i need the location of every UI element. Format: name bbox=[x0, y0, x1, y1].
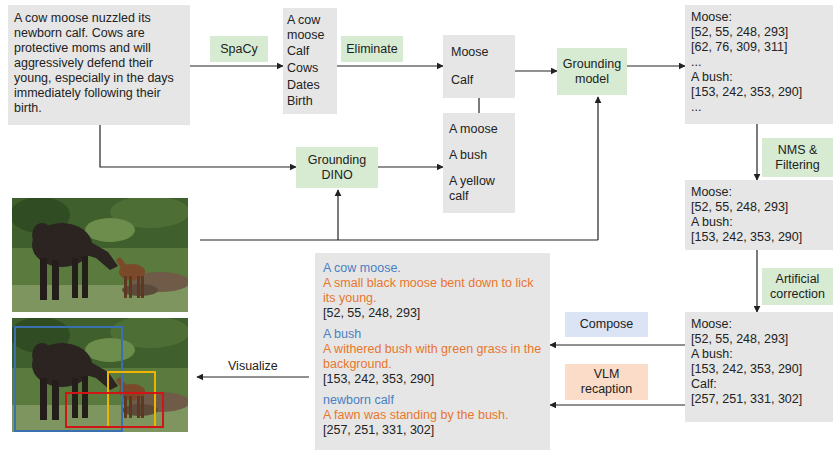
connector-arrow bbox=[190, 65, 283, 66]
bbox-list-box: Moose:[52, 55, 248, 293][62, 76, 309, 31… bbox=[685, 5, 833, 124]
node-text: [62, 76, 309, 311] bbox=[691, 40, 827, 55]
node-text: [153, 242, 353, 290] bbox=[323, 372, 542, 387]
phrase-list-box: MooseCalf bbox=[443, 35, 515, 98]
node-text: [153, 242, 353, 290] bbox=[691, 362, 827, 377]
moose-bbox bbox=[15, 327, 122, 431]
node-text: A bush: bbox=[691, 70, 827, 85]
process-label: Eliminate bbox=[341, 36, 403, 62]
node-text: A yellow calf bbox=[449, 174, 509, 204]
annotated-photo bbox=[10, 316, 190, 432]
process-label: Artificial correction bbox=[762, 268, 833, 305]
node-text: A bush: bbox=[691, 347, 827, 362]
node-text: A withered bush with green grass in the … bbox=[323, 342, 542, 372]
node-text: Calf bbox=[287, 44, 333, 59]
node-text: A moose bbox=[449, 122, 509, 137]
node-text: VLM recaption bbox=[568, 367, 645, 397]
node-text: A cow moose nuzzled its newborn calf. Co… bbox=[14, 11, 184, 116]
node-text: A bush bbox=[449, 148, 509, 163]
image-to-dino-arrow bbox=[337, 190, 338, 240]
node-text: Calf: bbox=[691, 377, 827, 392]
node-text: A cow moose. bbox=[323, 261, 542, 276]
calf-bbox bbox=[66, 393, 163, 427]
node-text: Grounding model bbox=[560, 57, 624, 87]
node-text: Moose: bbox=[691, 185, 827, 200]
node-text: [52, 55, 248, 293] bbox=[323, 306, 542, 321]
node-text: [52, 55, 248, 293] bbox=[691, 25, 827, 40]
connector-arrow bbox=[378, 166, 443, 167]
process-label: VLM recaption bbox=[565, 364, 648, 400]
image-to-grounding-arrow bbox=[597, 97, 598, 240]
phrase-list-box: A cow mooseCalfCowsDatesBirth bbox=[283, 8, 337, 114]
node-text: [257, 251, 331, 302] bbox=[691, 392, 827, 407]
node-text: A bush: bbox=[691, 215, 827, 230]
process-label: Compose bbox=[565, 312, 648, 337]
node-text: Calf bbox=[451, 73, 507, 88]
visualize-arrow bbox=[197, 376, 309, 377]
node-text: Grounding DINO bbox=[299, 153, 375, 183]
connector-arrow bbox=[756, 124, 757, 180]
image-feed-line bbox=[200, 239, 598, 240]
node-text: newborn calf bbox=[323, 393, 542, 408]
node-text: A small black moose bent down to lick it… bbox=[323, 276, 542, 306]
node-text: [153, 242, 353, 290] bbox=[691, 230, 827, 245]
arrow-label: Visualize bbox=[226, 359, 280, 374]
connector-arrow bbox=[515, 70, 557, 71]
moose-photo bbox=[12, 198, 188, 312]
node-text: [52, 55, 248, 293] bbox=[691, 200, 827, 215]
node-text: Moose bbox=[451, 45, 507, 60]
node-text: [257, 251, 331, 302] bbox=[323, 423, 542, 438]
process-label: SpaCy bbox=[210, 36, 268, 62]
node-text: ... bbox=[691, 100, 827, 115]
node-text: Dates bbox=[287, 78, 333, 93]
connector-arrow bbox=[100, 125, 296, 167]
node-text: NMS & Filtering bbox=[765, 143, 830, 173]
node-text: Eliminate bbox=[344, 42, 400, 57]
process-label: Grounding model bbox=[557, 48, 627, 95]
node-text: [52, 55, 248, 293] bbox=[691, 332, 827, 347]
connector-arrow bbox=[478, 98, 479, 113]
node-text: Moose: bbox=[691, 317, 827, 332]
node-text: Artificial correction bbox=[765, 272, 830, 302]
node-text: Birth bbox=[287, 94, 333, 109]
node-text: A bush bbox=[323, 327, 542, 342]
node-text: A fawn was standing by the bush. bbox=[323, 408, 542, 423]
process-label: Grounding DINO bbox=[296, 147, 378, 188]
process-label: NMS & Filtering bbox=[762, 138, 833, 177]
bbox-list-box: Moose:[52, 55, 248, 293]A bush:[153, 242… bbox=[685, 312, 833, 422]
connector-arrow bbox=[550, 404, 685, 405]
connector-arrow bbox=[756, 250, 757, 312]
connector-arrow bbox=[550, 344, 685, 345]
bush-bbox bbox=[108, 372, 155, 427]
phrase-list-box: A moose A bush A yellow calf bbox=[443, 113, 515, 213]
node-text: A cow moose bbox=[287, 13, 333, 43]
node-text: SpaCy bbox=[213, 42, 265, 57]
bbox-list-box: Moose:[52, 55, 248, 293]A bush:[153, 242… bbox=[685, 180, 833, 250]
connector-arrow bbox=[337, 65, 443, 66]
node-text: [153, 242, 353, 290] bbox=[691, 85, 827, 100]
node-text: Moose: bbox=[691, 10, 827, 25]
node-text: Compose bbox=[568, 317, 645, 332]
node-text: ... bbox=[691, 55, 827, 70]
caption-text-box: A cow moose nuzzled its newborn calf. Co… bbox=[8, 5, 190, 125]
recaption-output-box: A cow moose.A small black moose bent dow… bbox=[315, 253, 550, 450]
connector-arrow bbox=[627, 65, 685, 66]
node-text: Cows bbox=[287, 61, 333, 76]
